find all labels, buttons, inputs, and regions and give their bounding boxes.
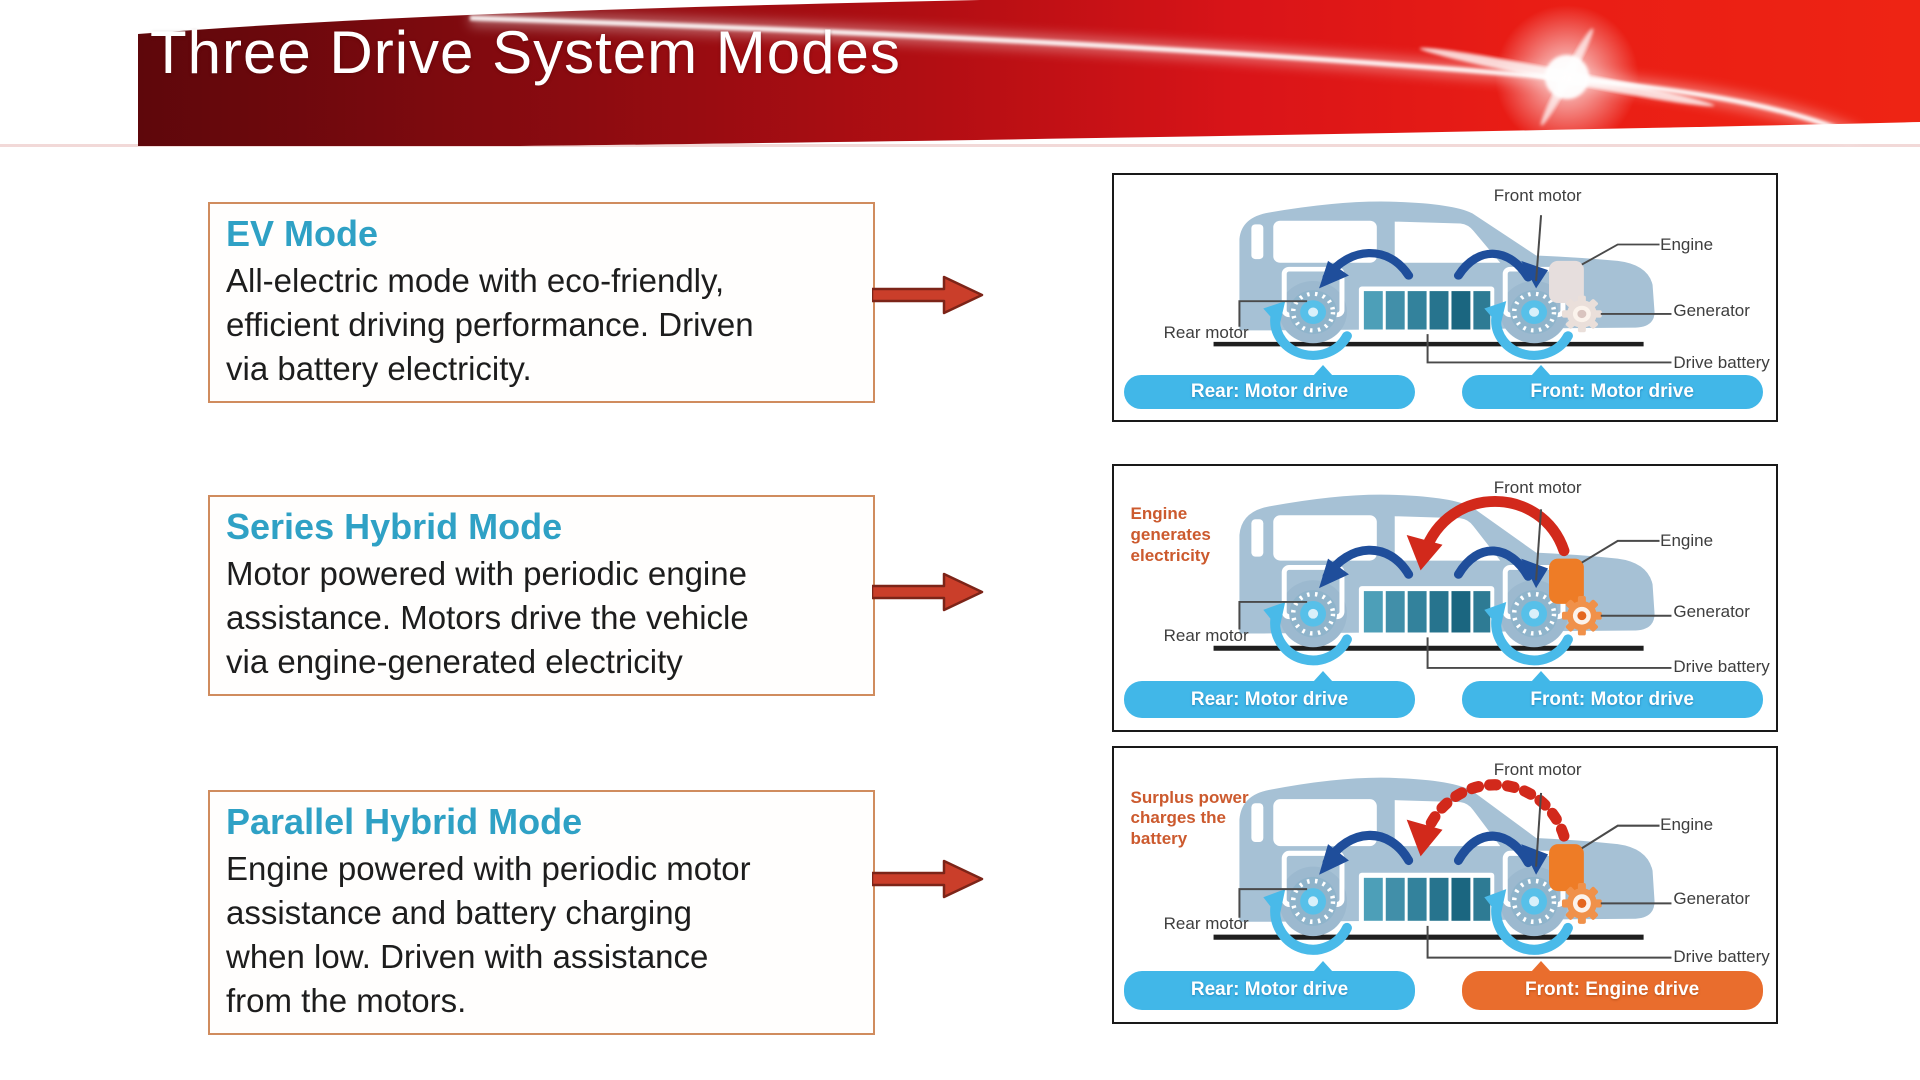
pill-pointer xyxy=(1313,671,1334,683)
rear-motor-label: Rear motor xyxy=(1163,913,1249,933)
pill-pointer xyxy=(1530,671,1551,683)
label-lines xyxy=(1238,509,1672,669)
rear-quarter-window xyxy=(1251,803,1264,843)
generator-graphic xyxy=(1561,596,1602,636)
engine-label: Engine xyxy=(1660,530,1714,550)
pill-pointer xyxy=(1313,364,1334,376)
drive-battery-label: Drive battery xyxy=(1673,657,1770,677)
front-drive-pill: Front: Motor drive xyxy=(1461,671,1763,719)
power-flow-arrows xyxy=(1319,249,1549,289)
generator-label: Generator xyxy=(1673,301,1750,321)
pill-label: Front: Motor drive xyxy=(1530,380,1694,402)
pill-label: Rear: Motor drive xyxy=(1190,979,1349,1001)
label-lines xyxy=(1238,792,1672,959)
generator-label: Generator xyxy=(1673,889,1750,909)
rear-drive-pill: Rear: Motor drive xyxy=(1123,961,1416,1010)
drive-battery-label: Drive battery xyxy=(1673,946,1770,966)
mode-title: Parallel Hybrid Mode xyxy=(226,801,583,842)
generator-graphic xyxy=(1561,295,1602,333)
drive-battery-graphic xyxy=(1358,586,1495,638)
front-drive-pill: Front: Motor drive xyxy=(1461,364,1763,409)
front-drive-pill: Front: Engine drive xyxy=(1461,961,1763,1010)
rear-motor-graphic xyxy=(1263,565,1352,666)
front-motor-label: Front motor xyxy=(1493,760,1582,780)
rear-drive-pill: Rear: Motor drive xyxy=(1123,364,1416,409)
mode-annotation: Engine generates electricity xyxy=(1130,504,1211,565)
flow-arrow-icon xyxy=(872,859,984,899)
rear-window xyxy=(1273,515,1377,561)
swoosh-line xyxy=(469,15,1857,139)
pill-pointer xyxy=(1313,961,1334,973)
pill-label: Rear: Motor drive xyxy=(1190,688,1349,710)
car-diagram-graphic xyxy=(1213,777,1672,959)
car-diagram-graphic xyxy=(1213,201,1672,364)
flow-arrow-icon xyxy=(872,572,984,612)
banner-underline xyxy=(0,144,1920,147)
banner-shape xyxy=(138,0,1920,146)
mode-description: Engine powered with periodic motor assis… xyxy=(226,850,751,1019)
label-lines xyxy=(1238,215,1672,364)
power-flow-arrows xyxy=(1319,545,1549,589)
engine-graphic xyxy=(1549,558,1584,604)
drive-battery-graphic xyxy=(1358,286,1495,335)
drive-battery-graphic xyxy=(1358,872,1495,926)
pill-pointer xyxy=(1530,364,1551,376)
front-motor-label: Front motor xyxy=(1493,477,1582,497)
rear-drive-pill: Rear: Motor drive xyxy=(1123,671,1416,719)
rear-motor-graphic xyxy=(1263,266,1352,360)
engine-to-battery-arrow xyxy=(1406,779,1570,857)
rear-motor-label: Rear motor xyxy=(1163,625,1249,645)
rear-window xyxy=(1273,220,1377,263)
drive-mode-panel: Front motor Engine Generator Drive batte… xyxy=(1112,173,1778,422)
engine-label: Engine xyxy=(1660,235,1714,255)
pill-pointer xyxy=(1530,961,1551,973)
drive-mode-panel: Engine generates electricity Front motor… xyxy=(1112,464,1778,732)
generator-graphic xyxy=(1561,882,1602,924)
mode-textbox: Parallel Hybrid Mode Engine powered with… xyxy=(208,790,875,1035)
flow-arrow-icon xyxy=(872,275,984,315)
header-banner-graphic xyxy=(138,0,1920,149)
pill-label: Front: Motor drive xyxy=(1530,688,1694,710)
starburst-flare xyxy=(1419,5,1715,149)
power-flow-arrows xyxy=(1319,830,1549,875)
rear-motor-label: Rear motor xyxy=(1163,323,1249,343)
rear-window xyxy=(1273,799,1377,847)
front-motor-label: Front motor xyxy=(1493,186,1582,206)
pill-label: Rear: Motor drive xyxy=(1190,380,1349,402)
mode-annotation: Surplus power charges the battery xyxy=(1130,787,1249,849)
engine-graphic xyxy=(1549,260,1584,303)
mode-title: Series Hybrid Mode xyxy=(226,506,563,547)
car-diagram-graphic xyxy=(1213,494,1672,669)
drive-battery-label: Drive battery xyxy=(1673,352,1770,372)
engine-graphic xyxy=(1549,844,1584,892)
mode-description: All-electric mode with eco-friendly, eff… xyxy=(226,262,754,387)
engine-label: Engine xyxy=(1660,815,1714,835)
pill-label: Front: Engine drive xyxy=(1525,979,1700,1001)
mode-textbox: Series Hybrid Mode Motor powered with pe… xyxy=(208,495,875,696)
mode-textbox: EV Mode All-electric mode with eco-frien… xyxy=(208,202,875,403)
engine-to-battery-arrow xyxy=(1406,496,1570,571)
drive-mode-panel: Surplus power charges the battery Front … xyxy=(1112,746,1778,1024)
mode-title: EV Mode xyxy=(226,213,379,254)
slide-title: Three Drive System Modes xyxy=(150,19,901,86)
front-window xyxy=(1394,221,1501,263)
mode-description: Motor powered with periodic engine assis… xyxy=(226,555,749,680)
rear-quarter-window xyxy=(1251,224,1264,260)
generator-label: Generator xyxy=(1673,601,1750,621)
rear-quarter-window xyxy=(1251,519,1264,557)
